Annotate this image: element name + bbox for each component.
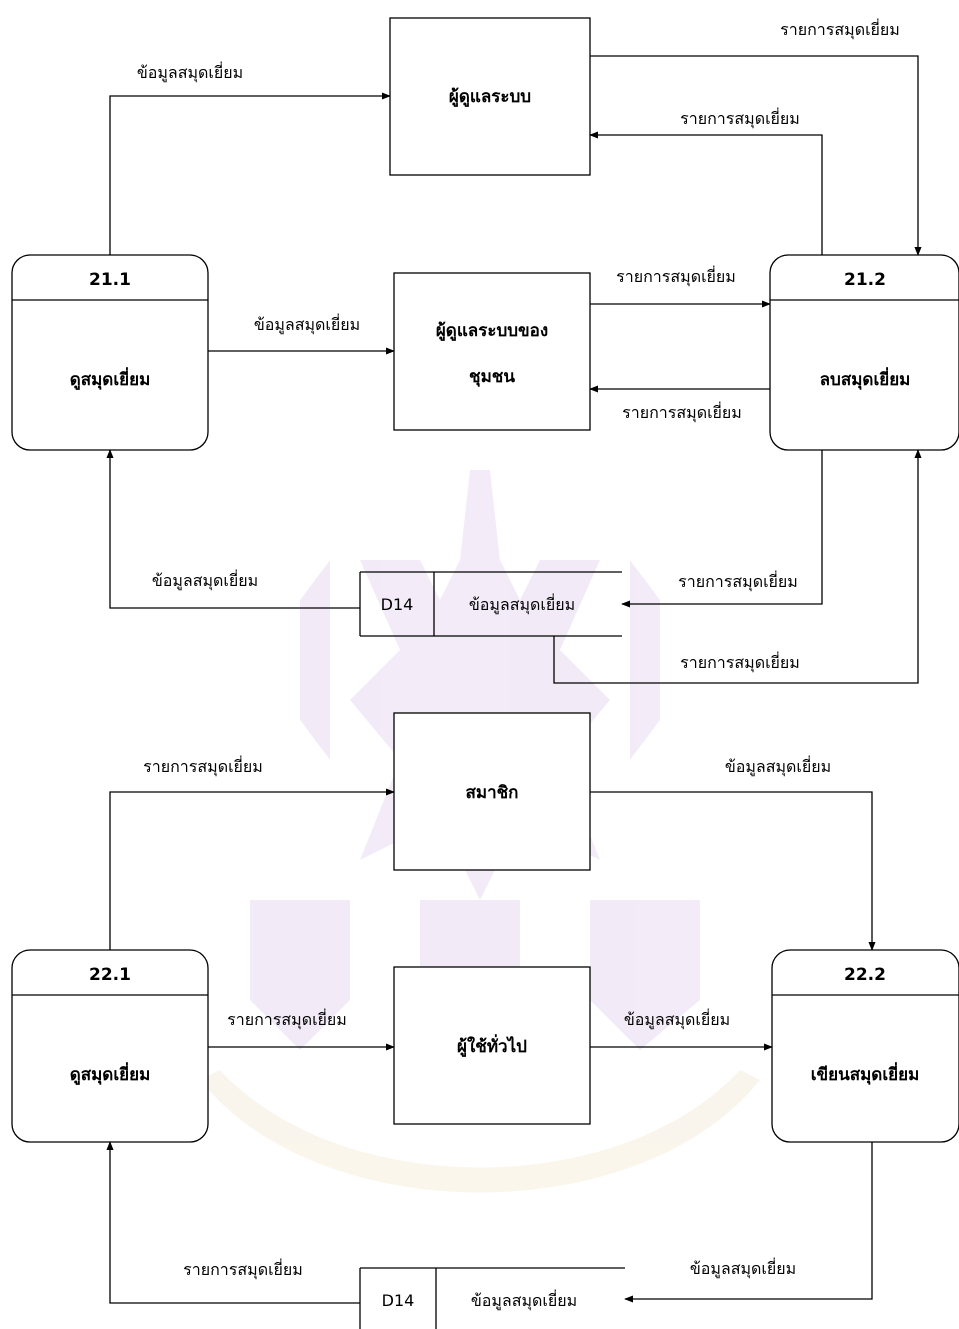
flow-member-to-22-2 xyxy=(590,791,876,951)
flow-label-21-2-to-community-admin: รายการสมุดเยี่ยม xyxy=(622,401,742,423)
datastore-top-name: ข้อมูลสมุดเยี่ยม xyxy=(469,593,575,615)
process-21-2 xyxy=(769,254,959,451)
flow-label-22-1-to-general-user: รายการสมุดเยี่ยม xyxy=(227,1008,347,1030)
flow-21-1-to-admin xyxy=(109,92,391,255)
entity-community-admin xyxy=(393,272,591,431)
flow-label-22-1-to-member: รายการสมุดเยี่ยม xyxy=(143,755,263,777)
datastore-top xyxy=(359,571,622,637)
process-22-1-name: ดูสมุดเยี่ยม xyxy=(70,1062,151,1086)
flow-label-member-to-22-2: ข้อมูลสมุดเยี่ยม xyxy=(725,755,831,777)
flow-admin-to-21-2 xyxy=(590,55,922,256)
process-22-2-id: 22.2 xyxy=(844,965,886,985)
entity-member xyxy=(393,712,591,871)
process-22-1-id: 22.1 xyxy=(89,965,131,985)
flow-label-21-1-to-admin: ข้อมูลสมุดเยี่ยม xyxy=(137,61,243,83)
process-21-2-name: ลบสมุดเยี่ยม xyxy=(820,367,911,390)
entity-general-user xyxy=(393,966,591,1125)
flow-label-21-2-to-datastore: รายการสมุดเยี่ยม xyxy=(678,570,798,592)
flow-21-2-to-datastore xyxy=(621,450,823,608)
flow-datastore-to-21-1 xyxy=(106,449,360,609)
flow-label-22-2-to-datastore: ข้อมูลสมุดเยี่ยม xyxy=(690,1257,796,1279)
flow-datastore-to-21-2 xyxy=(553,449,922,684)
entity-member-label: สมาชิก xyxy=(466,783,519,803)
process-22-2-name: เขียนสมุดเยี่ยม xyxy=(811,1062,920,1085)
entity-admin-label: ผู้ดูแลระบบ xyxy=(449,87,531,108)
process-21-1-name: ดูสมุดเยี่ยม xyxy=(70,367,151,391)
process-21-2-id: 21.2 xyxy=(844,270,886,290)
flow-22-1-to-member xyxy=(109,788,395,950)
flow-22-2-to-datastore xyxy=(624,1142,873,1303)
flow-label-datastore-to-22-1: รายการสมุดเยี่ยม xyxy=(183,1258,303,1280)
entity-general-user-label: ผู้ใช้ทั่วไป xyxy=(457,1034,527,1058)
datastore-top-id: D14 xyxy=(381,595,414,614)
datastore-bottom-id: D14 xyxy=(382,1291,415,1310)
datastore-bottom xyxy=(359,1267,625,1329)
flow-label-community-admin-to-21-2: รายการสมุดเยี่ยม xyxy=(616,265,736,287)
flow-label-general-user-to-22-2: ข้อมูลสมุดเยี่ยม xyxy=(624,1008,730,1030)
flow-datastore-to-22-1 xyxy=(106,1141,360,1304)
process-21-1-id: 21.1 xyxy=(89,270,131,290)
flow-label-datastore-to-21-2: รายการสมุดเยี่ยม xyxy=(680,651,800,673)
flow-label-21-2-to-admin: รายการสมุดเยี่ยม xyxy=(680,107,800,129)
flow-label-admin-to-21-2: รายการสมุดเยี่ยม xyxy=(780,18,900,40)
entity-community-admin-label-1: ผู้ดูแลระบบของ xyxy=(436,321,548,342)
datastore-bottom-name: ข้อมูลสมุดเยี่ยม xyxy=(471,1289,577,1311)
entity-community-admin-label-2: ชุมชน xyxy=(469,367,515,387)
flow-21-2-to-admin xyxy=(589,131,823,255)
flow-label-21-1-to-community-admin: ข้อมูลสมุดเยี่ยม xyxy=(254,313,360,335)
flow-label-datastore-to-21-1: ข้อมูลสมุดเยี่ยม xyxy=(152,569,258,591)
